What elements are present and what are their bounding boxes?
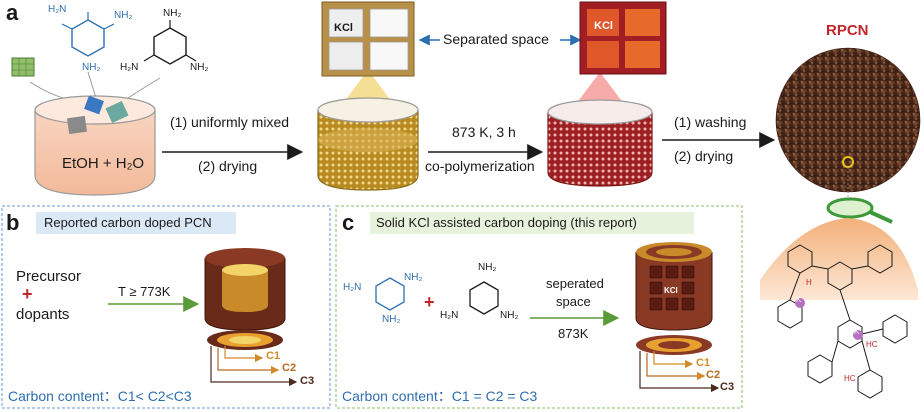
potassium-atom [795,298,805,308]
flow-arrow [124,77,161,101]
gold-cylinder [317,70,419,191]
panel-b-title: Reported carbon doped PCN [44,215,212,230]
c2-arrow [646,353,706,381]
melamine-molecule-4 [469,281,499,315]
plus-sign: + [22,284,33,304]
rpcn-label: RPCN [826,22,869,39]
melamine-molecule-2 [143,20,197,65]
step3-top-label: (1) washing [674,114,747,130]
mol4-h2n: H₂N [440,310,459,321]
kcl-box-frame-red [579,1,667,75]
step3-bottom-label: (2) drying [674,148,734,164]
flow-arrow [29,81,71,101]
panel-c-title: Solid KCl assisted carbon doping (this r… [376,215,637,230]
step1-top-label: (1) uniformly mixed [170,114,290,130]
panel-c-carbon-content: Carbon content：C1 = C2 = C3 [342,388,538,404]
rpcn-structure [760,218,918,399]
kcl-label-gold: KCl [334,22,353,34]
c2-arrow [217,348,280,375]
rpcn-powder [775,47,921,193]
c1-arrow [224,346,264,363]
c3-arrow [639,351,720,393]
step2-top-label: 873 K, 3 h [452,124,516,140]
step1-bottom-label: (2) drying [198,158,258,174]
mol3-nh2-right: NH₂ [404,272,423,283]
mol4-nh2-top: NH₂ [478,262,497,273]
k-atom-label-1: K [796,295,802,304]
hc-label-2: HC [844,374,856,383]
panel-c-cylinder [635,242,713,355]
plus-sign-c: + [424,292,435,312]
k-atom-label-2: K [854,327,860,336]
melamine-molecule-1 [61,12,115,57]
hc-label-1: HC [866,340,878,349]
c1-label-c: C1 [696,357,711,369]
mol2-h2n: H₂N [120,62,139,73]
mol4-nh2-right: NH₂ [500,310,519,321]
h-label: H [806,278,812,287]
panel-b-letter: b [6,210,20,235]
panel-a-letter: a [6,0,19,25]
space-label: space [556,294,591,309]
temperature-label: T ≥ 773K [118,284,171,299]
red-cylinder [547,72,653,187]
mol1-nh2-left: H₂N [48,4,67,15]
magnifier-icon [826,167,893,224]
step2-bottom-label: co-polymerization [425,158,535,174]
mol1-nh2-bottom: NH₂ [82,62,101,73]
panel-b-cylinder [204,248,286,350]
mol3-h2n: H₂N [343,282,362,293]
separated-space-label: Separated space [443,31,549,47]
mol3-nh2-bottom: NH₂ [382,314,401,325]
c3-label: C3 [300,375,315,387]
panel-c-title-bg [370,212,694,234]
flow-arrow [87,71,97,99]
potassium-atom [853,330,863,340]
beaker [34,95,156,196]
c2-label-c: C2 [706,369,721,381]
precursor-label: Precursor [16,268,82,285]
mol2-nh2-right: NH₂ [190,62,209,73]
c3-arrow [210,346,298,387]
solvent-label: EtOH + H₂O [62,155,145,172]
melamine-molecule-3 [375,277,405,311]
c1-label: C1 [266,350,281,362]
c2-label: C2 [282,362,297,374]
dopants-label: dopants [16,306,70,323]
panel-c-letter: c [342,210,355,235]
mol1-nh2-right: NH₂ [114,10,133,21]
mol2-nh2-top: NH₂ [163,8,182,19]
kcl-label-red: KCl [594,20,613,32]
seperated-label: seperated [546,276,604,291]
kcl-crystal-icon [11,57,35,77]
kcl-label-c: KCl [664,286,678,295]
panel-b-carbon-content: Carbon content：C1< C2<C3 [8,388,192,404]
c1-arrow [653,351,694,369]
kcl-box-frame-gold [321,1,415,77]
panel-c-temp-label: 873K [558,326,589,341]
panel-b-title-bg [36,212,236,234]
c3-label-c: C3 [720,381,735,393]
